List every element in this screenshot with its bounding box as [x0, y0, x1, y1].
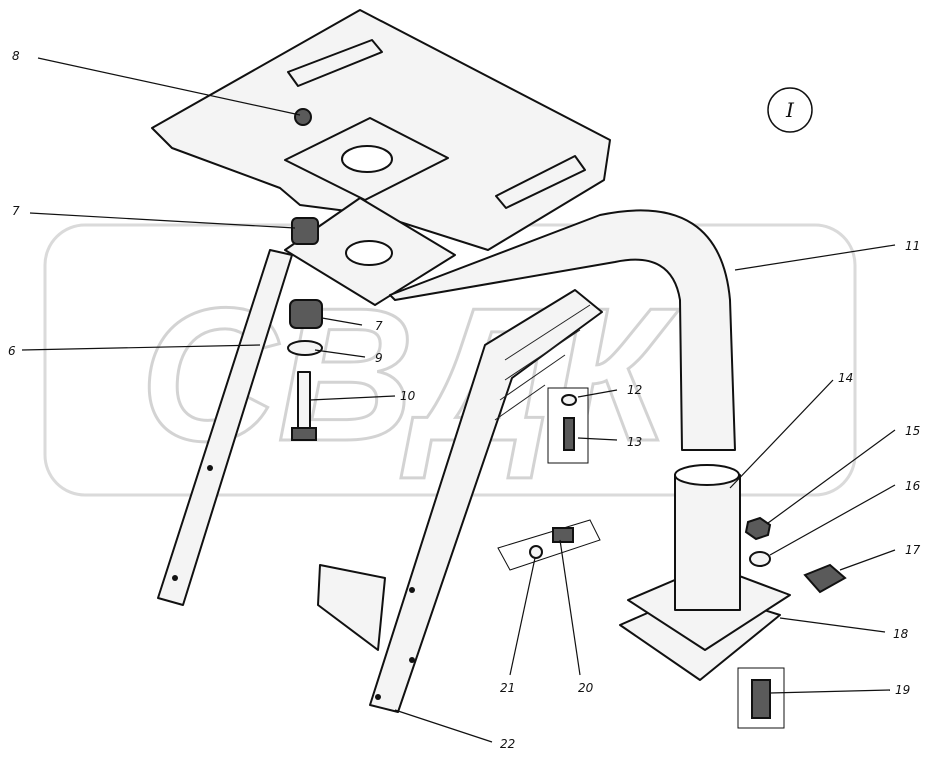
- mount-plate-hole: [345, 240, 393, 266]
- callout-21: 21: [500, 681, 515, 695]
- callout-7-upper: 7: [12, 204, 20, 218]
- seat-slot-top: [287, 39, 383, 87]
- leader-15: [767, 429, 896, 524]
- leader-lines: [21, 57, 896, 743]
- leader-20: [559, 539, 581, 676]
- callout-18: 18: [893, 627, 909, 641]
- left-leg-body: [157, 249, 293, 606]
- callout-7-lower: 7: [375, 319, 383, 333]
- callout-12: 12: [627, 383, 642, 397]
- callout-11: 11: [905, 239, 920, 253]
- bolt-10-shank: [297, 371, 311, 435]
- callout-8: 8: [12, 49, 20, 63]
- socket-assembly: [619, 464, 791, 681]
- leader-6: [21, 344, 261, 351]
- callout-16: 16: [905, 479, 921, 493]
- leader-16: [769, 484, 896, 556]
- bolt-13: [563, 417, 575, 451]
- frame-mount-plate: [284, 197, 456, 306]
- callout-labels: 8 7 7 6 9 10 11 12 13 14 15 16 17 18 19 …: [8, 49, 921, 751]
- right-leg-hatching: [494, 304, 591, 421]
- footrest-pad: [317, 564, 386, 651]
- callout-22: 22: [500, 737, 515, 751]
- right-leg-hole-1: [409, 587, 415, 593]
- left-leg-hole-1: [207, 465, 213, 471]
- leader-9: [314, 349, 366, 358]
- tube-bracket-body: [389, 209, 736, 451]
- spacer-7-upper: [291, 217, 319, 245]
- callout-6: 6: [8, 344, 16, 358]
- leader-17: [839, 549, 896, 571]
- leader-7b: [321, 317, 363, 326]
- spacer-7-lower: [289, 299, 323, 329]
- callout-9: 9: [375, 351, 383, 365]
- right-leg: [369, 289, 603, 713]
- callout-14: 14: [838, 371, 853, 385]
- bolt-detail-12-13: [547, 387, 589, 464]
- leader-13: [577, 437, 618, 441]
- socket-14-opening: [674, 464, 740, 486]
- callout-15: 15: [905, 424, 920, 438]
- callout-20: 20: [578, 681, 594, 695]
- left-leg-hole-2: [172, 575, 178, 581]
- tube-bracket: [389, 209, 736, 451]
- view-label: I: [785, 98, 795, 122]
- leader-11: [734, 244, 896, 271]
- fastener-stack: [287, 299, 323, 441]
- callout-17: 17: [905, 543, 921, 557]
- leader-7a: [29, 212, 296, 229]
- bolt-10-head: [291, 427, 317, 441]
- callout-19: 19: [895, 683, 910, 697]
- leader-8: [37, 57, 301, 116]
- bolt-detail-19: [737, 667, 785, 729]
- bolt-19: [751, 679, 771, 719]
- right-leg-body: [369, 289, 603, 713]
- socket-14-tube: [674, 474, 741, 611]
- leader-19: [769, 689, 891, 694]
- washer-9: [287, 340, 323, 356]
- leader-21: [509, 557, 536, 676]
- right-leg-hole-3: [375, 694, 381, 700]
- bolt-20: [552, 527, 574, 543]
- seat-mount-hole: [341, 145, 393, 173]
- nut-8: [294, 108, 312, 126]
- leader-22: [394, 709, 493, 743]
- detail-box-20-21: [497, 519, 601, 571]
- callout-10: 10: [400, 389, 416, 403]
- callout-13: 13: [627, 435, 642, 449]
- washer-16: [749, 551, 771, 567]
- washer-21: [529, 545, 543, 559]
- left-leg: [157, 249, 293, 606]
- right-leg-hole-2: [409, 657, 415, 663]
- view-circle: [767, 87, 813, 133]
- leader-10: [309, 395, 396, 401]
- seat-slot-right: [495, 155, 586, 209]
- view-indicator: I: [767, 87, 813, 133]
- wing-bolt-17: [803, 563, 847, 594]
- leader-12: [577, 389, 618, 398]
- leader-14: [729, 379, 834, 489]
- washer-12: [561, 394, 577, 406]
- bolt-detail-20-21: [497, 519, 601, 571]
- nut-15: [744, 516, 772, 541]
- leader-18: [779, 617, 886, 633]
- seat-plate: [151, 9, 611, 251]
